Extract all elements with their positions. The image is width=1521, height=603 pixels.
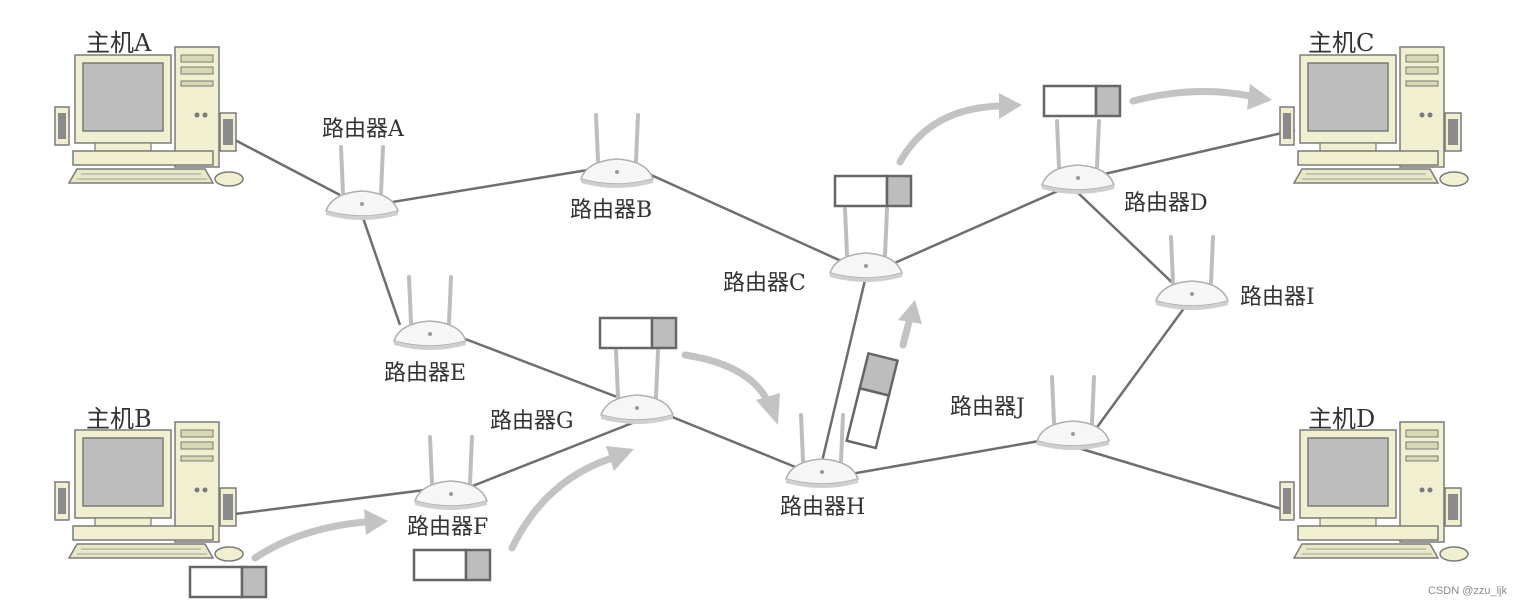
host-b-computer-icon: [54, 421, 244, 562]
router-j-label: 路由器J: [950, 395, 1025, 420]
link-routerA-routerE: [360, 214, 402, 326]
link-routerC-routerD: [889, 188, 1061, 267]
flow-arrowhead: [898, 300, 922, 324]
link-hostB-routerF: [234, 488, 426, 516]
link-routerF-routerG: [469, 418, 641, 489]
link-routerD-routerI: [1074, 189, 1181, 291]
link-hostA-routerA: [234, 138, 341, 197]
router-b-icon: [579, 113, 655, 190]
router-d-label: 路由器D: [1124, 191, 1208, 216]
packets: [188, 84, 1122, 599]
router-b-label: 路由器B: [570, 198, 652, 223]
router-j-icon: [1035, 375, 1111, 452]
link-routerH-routerC: [818, 279, 867, 471]
router-g-label: 路由器G: [490, 409, 574, 434]
router-g-icon: [599, 349, 675, 426]
links: [234, 128, 1296, 516]
router-c-label: 路由器C: [723, 271, 806, 296]
router-c-icon: [828, 207, 904, 284]
router-f-icon: [413, 435, 489, 512]
flow-arrow-to-hostC: [1129, 88, 1254, 105]
flow-arrow-routerG-routerH: [681, 351, 772, 406]
host-b-label: 主机B: [86, 405, 152, 433]
router-a-icon: [324, 145, 400, 222]
link-routerB-routerC: [639, 168, 851, 267]
link-routerH-routerJ: [844, 438, 1046, 477]
packet: [598, 316, 678, 350]
flow-arrowhead: [606, 446, 634, 471]
router-e-label: 路由器E: [384, 361, 466, 386]
flow-arrowhead: [999, 93, 1022, 119]
flow-arrow-routerH-routerC: [899, 314, 914, 349]
router-h-label: 路由器H: [780, 495, 865, 520]
host-a-computer-icon: [54, 46, 244, 187]
router-i-label: 路由器I: [1240, 285, 1315, 310]
router-i-icon: [1154, 235, 1230, 312]
watermark: CSDN @zzu_ljk: [1427, 585, 1507, 597]
router-a-label: 路由器A: [322, 117, 405, 142]
flow-arrowhead: [1247, 84, 1272, 110]
link-routerE-routerG: [459, 335, 626, 402]
link-routerI-routerJ: [1093, 299, 1192, 431]
packet: [188, 565, 268, 599]
packet: [412, 548, 492, 582]
flow-arrow-routerF-routerG: [508, 454, 616, 552]
host-c-computer-icon: [1279, 46, 1469, 187]
flow-arrowhead: [364, 509, 388, 535]
host-c-label: 主机C: [1308, 29, 1374, 57]
packet-vertical: [845, 351, 900, 450]
flow-arrow-routerC-top: [896, 102, 1004, 166]
router-f-label: 路由器F: [407, 515, 488, 540]
link-routerJ-hostD: [1074, 445, 1286, 512]
flow-arrow-hostB-routerF: [251, 518, 369, 562]
link-routerG-routerH: [659, 410, 816, 477]
packet-flow-arrows: [251, 84, 1272, 562]
host-d-computer-icon: [1279, 421, 1469, 562]
router-d-icon: [1040, 119, 1116, 196]
packet: [1042, 84, 1122, 118]
host-d-label: 主机D: [1308, 405, 1375, 433]
router-h-icon: [784, 413, 860, 490]
packet: [833, 174, 913, 208]
link-routerD-hostC: [1099, 128, 1296, 177]
router-e-icon: [392, 275, 468, 352]
flow-arrowhead: [756, 393, 780, 425]
link-routerA-routerB: [379, 166, 601, 206]
host-a-label: 主机A: [86, 29, 152, 57]
